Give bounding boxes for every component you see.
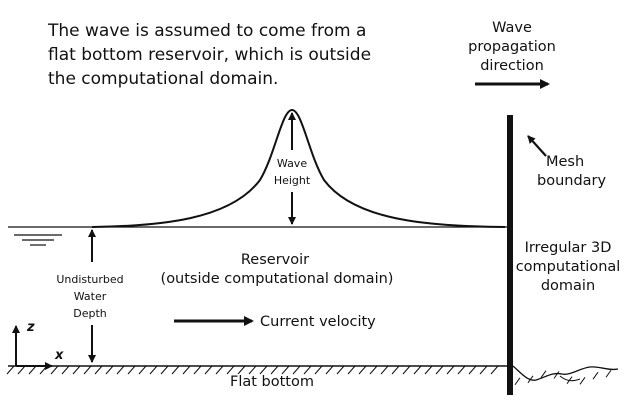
hatch-mark [369, 365, 378, 375]
wave-height-label-line-2: Height [274, 174, 311, 187]
hatch-mark [435, 365, 444, 375]
hatch-mark [237, 365, 246, 375]
water-depth-label-line-3: Depth [73, 307, 107, 320]
wave-height-label-line-1: Wave [277, 157, 307, 170]
hatch-mark [193, 365, 202, 375]
reservoir-label: Reservoir [241, 252, 309, 268]
hatch-mark [446, 365, 455, 375]
hatch-mark [314, 365, 323, 375]
bottom-hatching [6, 365, 612, 386]
hatch-mark [215, 365, 224, 375]
hatch-mark [424, 365, 433, 375]
hatch-mark [270, 365, 279, 375]
terrain-hatch-mark [514, 377, 521, 386]
hatch-mark [479, 365, 488, 375]
hatch-mark [325, 365, 334, 375]
hatch-mark [182, 365, 191, 375]
hatch-mark [149, 365, 158, 375]
hatch-mark [28, 365, 37, 375]
hatch-mark [94, 365, 103, 375]
terrain-fissure [559, 375, 581, 382]
mesh-boundary-pointer [527, 135, 547, 157]
hatch-mark [39, 365, 48, 375]
hatch-mark [50, 365, 59, 375]
hatch-mark [358, 365, 367, 375]
reservoir-sublabel: (outside computational domain) [161, 271, 394, 287]
hatch-mark [83, 365, 92, 375]
hatch-mark [457, 365, 466, 375]
propagation-label-line-1: Wave [492, 20, 532, 36]
terrain-hatch-mark [579, 377, 586, 385]
hatch-mark [303, 365, 312, 375]
z-axis-label: z [26, 320, 35, 335]
hatch-mark [259, 365, 268, 375]
hatch-mark [391, 365, 400, 375]
terrain-hatch-mark [553, 371, 560, 379]
current-velocity-label: Current velocity [260, 314, 376, 330]
hatch-mark [248, 365, 257, 375]
hatch-mark [17, 365, 26, 375]
propagation-label-line-3: direction [480, 58, 544, 74]
intro-note-line-1: The wave is assumed to come from a [47, 21, 366, 41]
hatch-mark [171, 365, 180, 375]
hatch-mark [72, 365, 81, 375]
water-depth-label-line-2: Water [74, 290, 107, 303]
terrain-hatch-mark [540, 370, 547, 378]
irregular-domain-line-3: domain [541, 278, 595, 294]
hatch-mark [6, 365, 15, 375]
hatch-mark [490, 365, 499, 375]
flat-bottom-label: Flat bottom [230, 374, 314, 390]
hatch-mark [105, 365, 114, 375]
hatch-mark [468, 365, 477, 375]
hatch-mark [347, 365, 356, 375]
hatch-mark [336, 365, 345, 375]
wave-profile [91, 108, 506, 228]
irregular-domain-line-1: Irregular 3D [525, 240, 612, 256]
hatch-mark [292, 365, 301, 375]
terrain-hatch-mark [592, 371, 599, 380]
hatch-mark [61, 365, 70, 375]
hatch-mark [380, 365, 389, 375]
mesh-boundary-label-line-1: Mesh [546, 154, 584, 170]
hatch-mark [160, 365, 169, 375]
hatch-mark [127, 365, 136, 375]
intro-note-line-3: the computational domain. [48, 69, 278, 89]
irregular-terrain [512, 365, 619, 381]
hatch-mark [226, 365, 235, 375]
hatch-mark [413, 365, 422, 375]
water-depth-label-line-1: Undisturbed [56, 273, 123, 286]
hatch-mark [281, 365, 290, 375]
intro-note-line-2: flat bottom reservoir, which is outside [48, 45, 371, 65]
x-axis-label: x [54, 348, 64, 363]
mesh-boundary-label-line-2: boundary [537, 173, 607, 189]
hatch-mark [138, 365, 147, 375]
irregular-domain-line-2: computational [516, 259, 621, 275]
terrain-hatch-mark [605, 369, 612, 378]
hatch-mark [402, 365, 411, 375]
propagation-label-line-2: propagation [468, 39, 556, 55]
hatch-mark [204, 365, 213, 375]
hatch-mark [116, 365, 125, 375]
